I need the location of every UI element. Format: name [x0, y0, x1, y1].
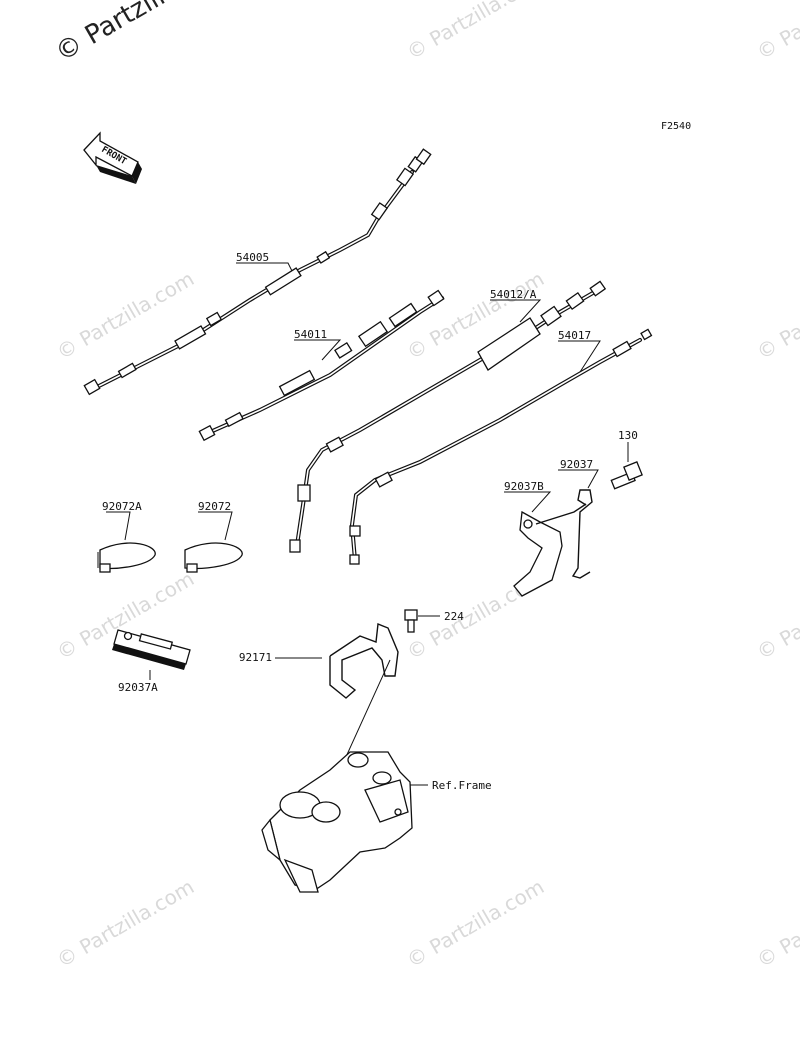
bracket-92171: 92171 — [239, 623, 399, 771]
front-arrow-icon: FRONT — [83, 131, 142, 184]
clamp-92037b: 92037B — [504, 480, 587, 597]
label-54011: 54011 — [294, 328, 327, 341]
label-92037b: 92037B — [504, 480, 544, 493]
label-92072a: 92072A — [102, 500, 142, 513]
label-92072: 92072 — [198, 500, 231, 513]
figure-code: F2540 — [661, 121, 691, 132]
label-54017: 54017 — [558, 329, 591, 342]
watermark-corner: © Partzilla — [51, 0, 185, 68]
cable-54012-a: 54012/A — [289, 280, 607, 553]
band-92072: 92072 — [184, 500, 243, 573]
bolt-130: 130 — [610, 429, 643, 490]
clamp-92037: 92037 — [558, 458, 599, 579]
band-92072a: 92072A — [97, 500, 156, 573]
watermark: © Partzilla.com — [53, 874, 199, 972]
label-92037: 92037 — [560, 458, 593, 471]
screw-224: 224 — [404, 609, 464, 633]
cable-54005: 54005 — [83, 148, 432, 396]
watermark: © Partzilla.com — [753, 266, 800, 364]
watermark: © Partzilla.com — [53, 266, 199, 364]
ref-frame: Ref.Frame — [261, 751, 492, 893]
cable-54017: 54017 — [349, 328, 653, 565]
plate-92037a: 92037A — [112, 629, 191, 694]
label-54005: 54005 — [236, 251, 269, 264]
watermark: © Partzilla.com — [753, 874, 800, 972]
watermark: © Partzilla.com — [753, 0, 800, 64]
label-54012-a: 54012/A — [490, 288, 537, 301]
watermark: © Partzilla.com — [403, 874, 549, 972]
label-92037a: 92037A — [118, 681, 158, 694]
watermark-layer: © Partzilla © Partzilla.com © Partzilla.… — [51, 0, 800, 972]
label-ref-frame: Ref.Frame — [432, 779, 492, 792]
label-224: 224 — [444, 610, 464, 623]
watermark: © Partzilla.com — [403, 0, 549, 64]
label-130: 130 — [618, 429, 638, 442]
label-92171: 92171 — [239, 651, 272, 664]
cable-54011: 54011 — [198, 289, 445, 442]
watermark: © Partzilla.com — [753, 566, 800, 664]
